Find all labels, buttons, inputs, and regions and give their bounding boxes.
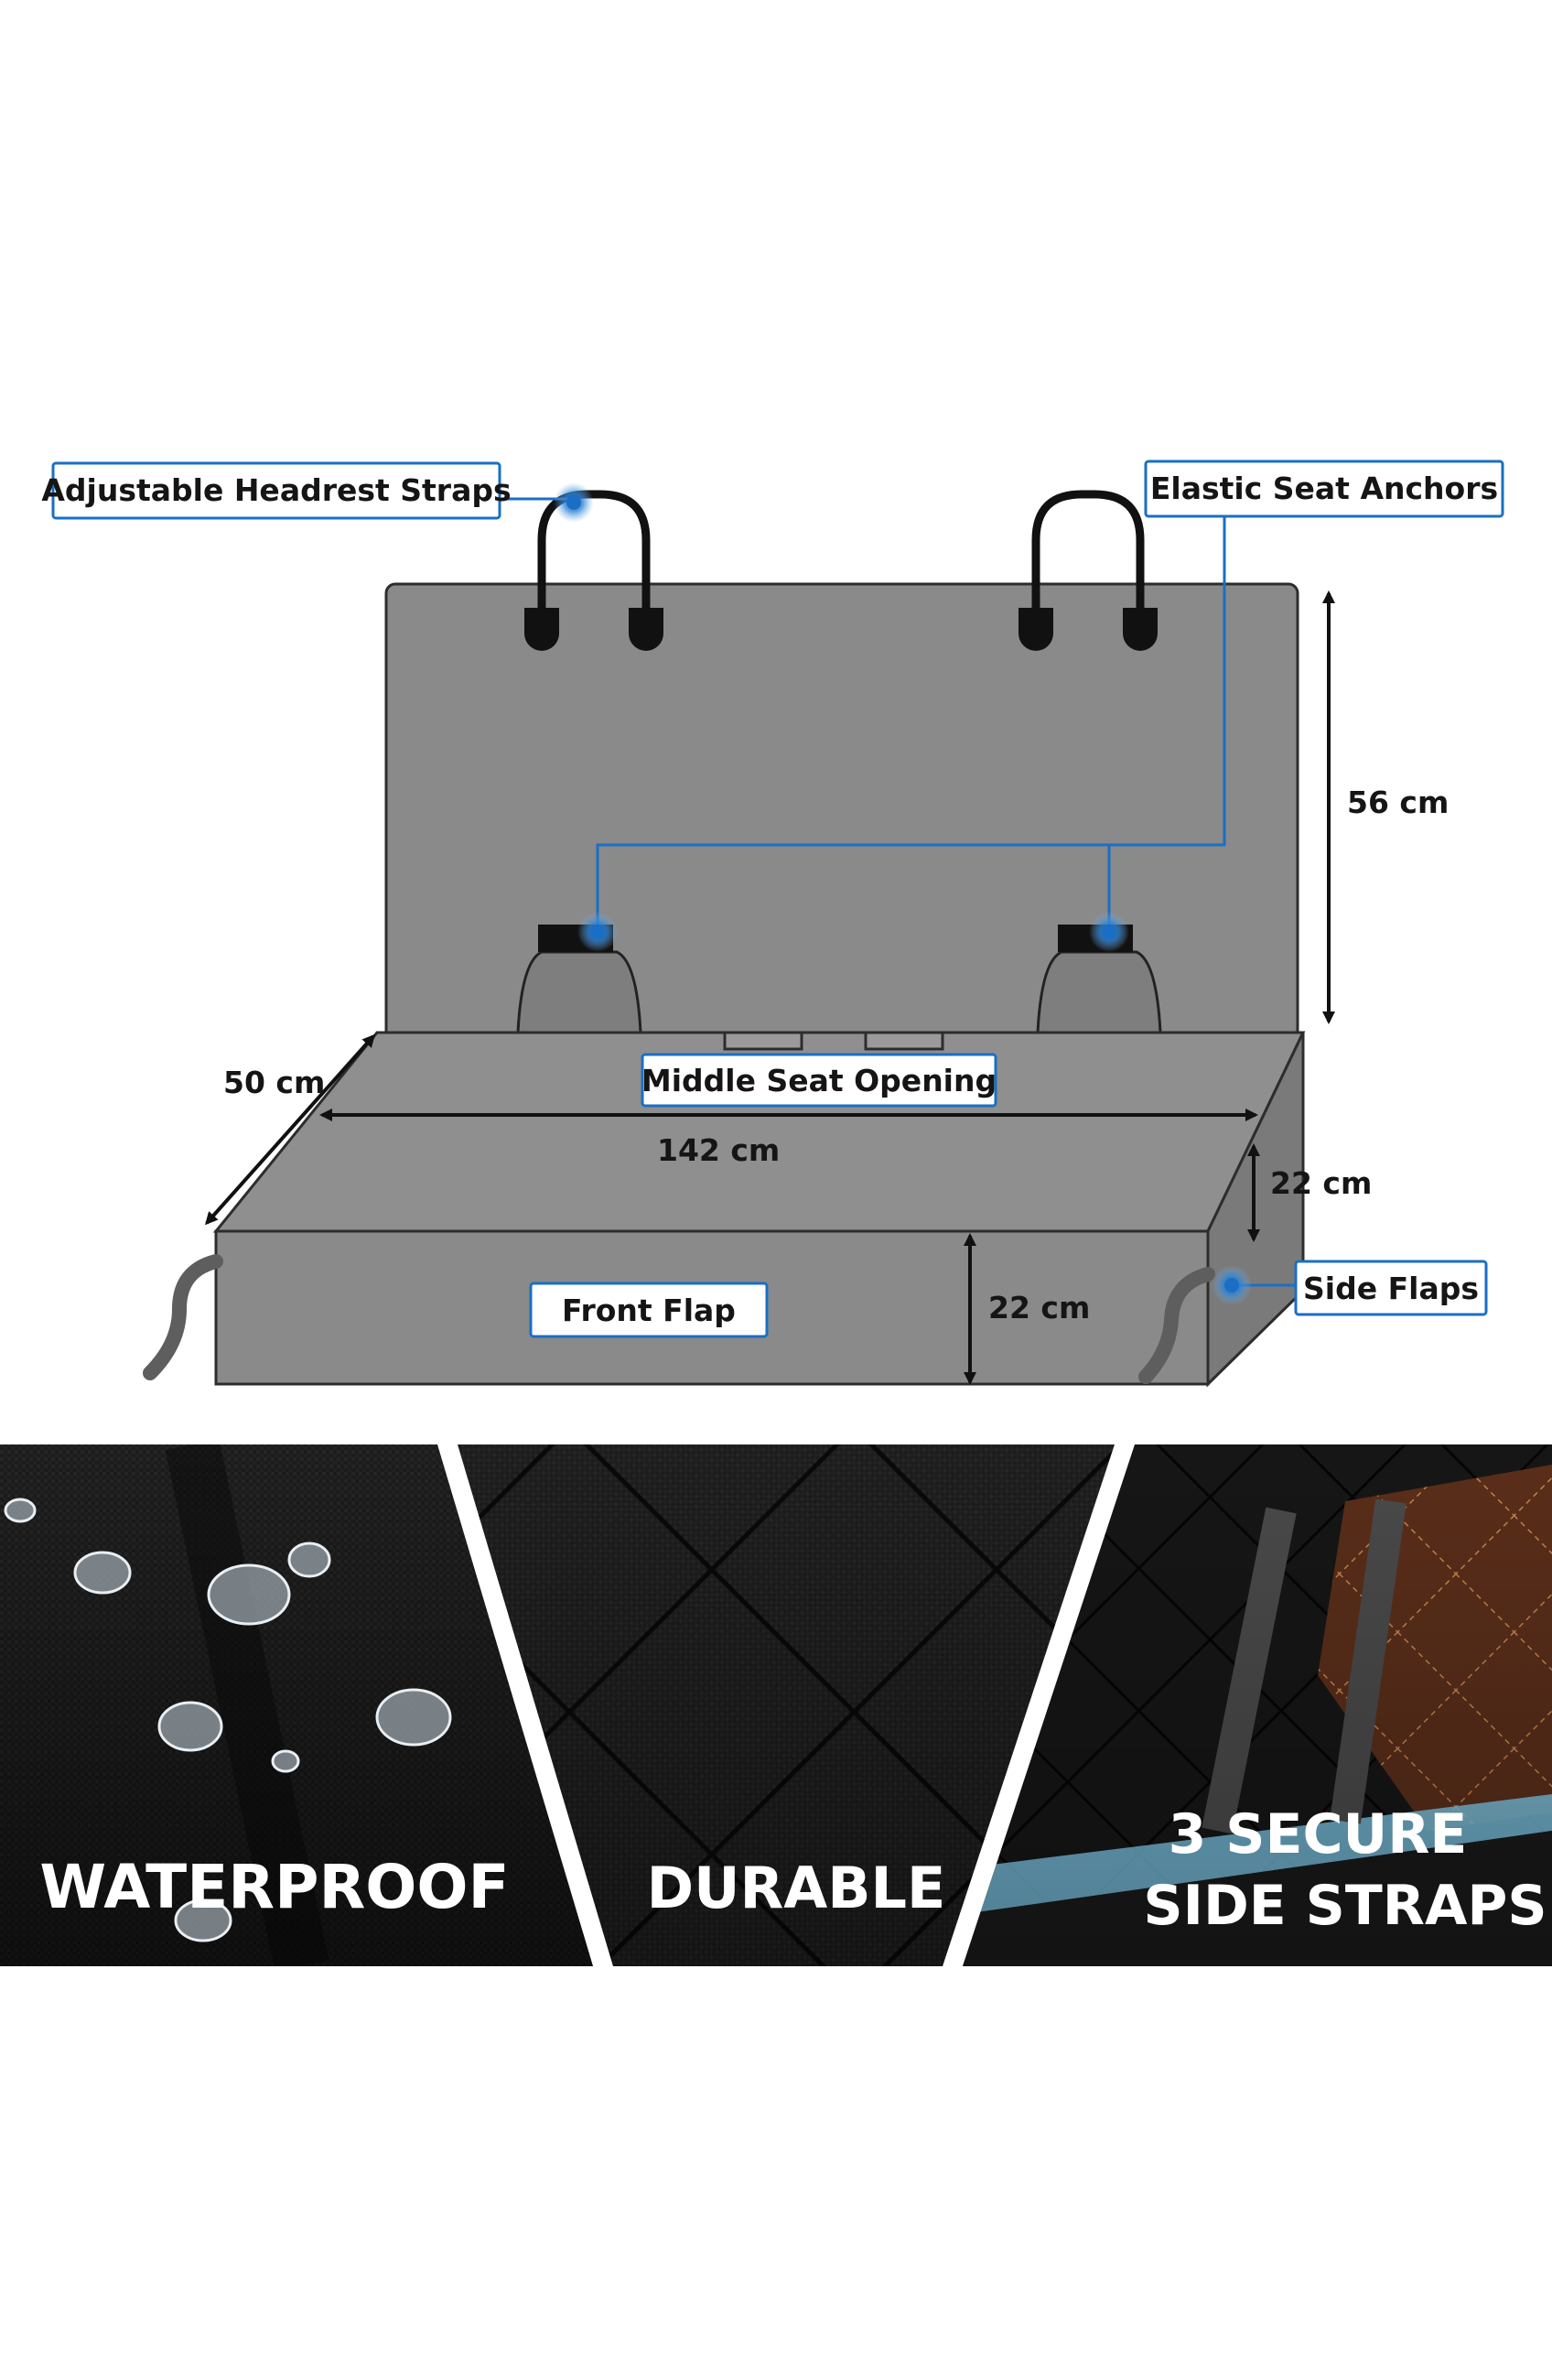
feature-strip: WATERPROOF DURABLE 3 SECURE SIDE STRAPS xyxy=(0,1444,1552,1966)
headrest-strap-right xyxy=(1018,490,1158,651)
side-strap-right xyxy=(1138,1267,1215,1384)
callout-side-flaps: Side Flaps xyxy=(1294,1260,1488,1316)
dimension-arrows xyxy=(205,590,1335,1385)
dim-depth-label: 50 cm xyxy=(223,1065,325,1100)
middle-seat-slot-left xyxy=(723,1031,803,1051)
dim-width-label: 142 cm xyxy=(657,1132,780,1168)
seat-cover xyxy=(143,490,1306,1388)
dim-side-flap-label: 22 cm xyxy=(1270,1165,1372,1201)
callout-headrest-straps: Adjustable Headrest Straps xyxy=(41,461,512,520)
callout-seat-anchors: Elastic Seat Anchors xyxy=(1144,460,1504,518)
water-droplets xyxy=(4,1498,452,1942)
feature-straps-label-line1: 3 SECURE xyxy=(1169,1802,1468,1866)
callout-side-flaps-label: Side Flaps xyxy=(1303,1271,1479,1306)
callout-middle-seat-label: Middle Seat Opening xyxy=(641,1063,997,1098)
callout-middle-seat: Middle Seat Opening xyxy=(641,1053,997,1108)
callout-seat-anchors-label: Elastic Seat Anchors xyxy=(1150,471,1498,506)
dim-height-label: 56 cm xyxy=(1347,784,1449,820)
feature-waterproof-label: WATERPROOF xyxy=(39,1852,509,1922)
callout-front-flap: Front Flap xyxy=(529,1282,769,1338)
arrow-depth-50 xyxy=(205,1033,375,1226)
dim-front-flap-label: 22 cm xyxy=(988,1290,1090,1325)
callout-headrest-straps-label: Adjustable Headrest Straps xyxy=(41,472,511,508)
side-strap-left xyxy=(143,1254,223,1380)
callout-dots xyxy=(554,482,1252,1305)
dimension-labels: 56 cm 50 cm 142 cm 22 cm 22 cm xyxy=(223,784,1449,1325)
feature-straps-label-line2: SIDE STRAPS xyxy=(1143,1874,1547,1938)
callout-front-flap-label: Front Flap xyxy=(562,1293,736,1328)
headrest-strap-left xyxy=(524,490,663,651)
leader-anchors xyxy=(596,489,1226,932)
feature-durable-label: DURABLE xyxy=(647,1855,946,1921)
middle-seat-slot-right xyxy=(864,1031,944,1051)
